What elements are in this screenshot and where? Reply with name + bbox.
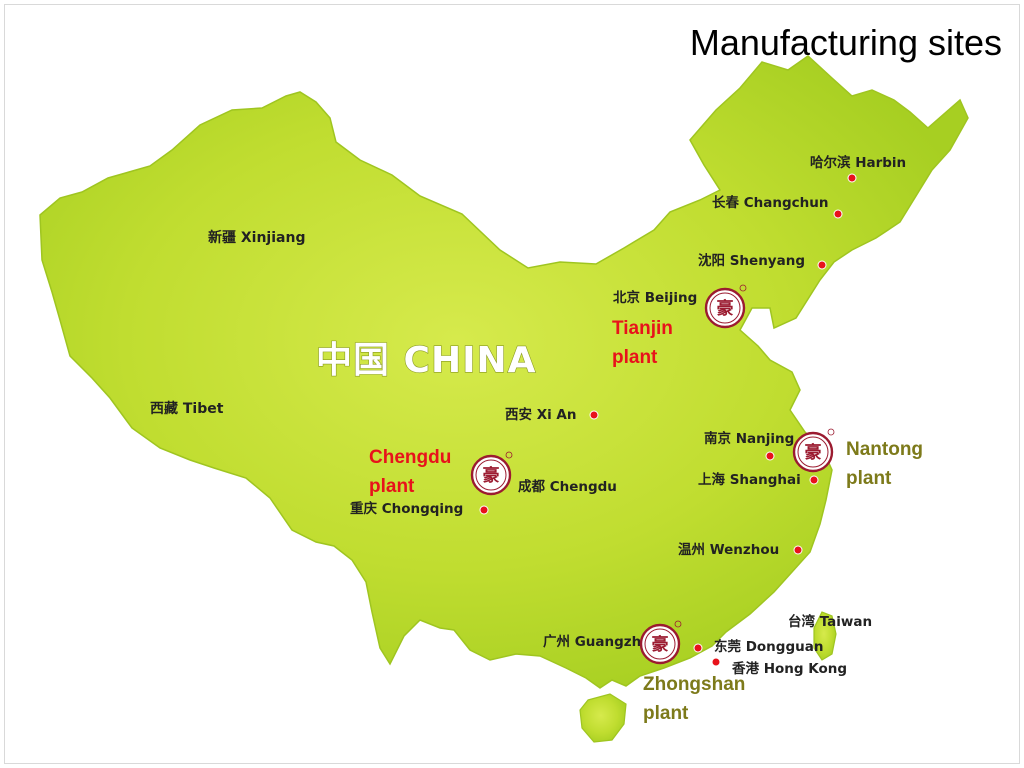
plant-label-tianjin: Tianjin plant bbox=[612, 314, 673, 372]
red-dot-icon bbox=[765, 451, 775, 461]
plant-name: Nantong bbox=[846, 439, 924, 460]
plant-suffix: plant bbox=[612, 347, 658, 368]
city-label-wenzhou: 温州 Wenzhou bbox=[678, 542, 779, 558]
plant-suffix: plant bbox=[846, 468, 892, 489]
plant-suffix: plant bbox=[369, 476, 415, 497]
city-label-chongqing: 重庆 Chongqing bbox=[350, 500, 463, 517]
red-dot-icon bbox=[793, 545, 803, 555]
slide-frame bbox=[4, 4, 1020, 764]
slide-title: Manufacturing sites bbox=[689, 22, 1002, 63]
red-dot-icon bbox=[479, 505, 489, 515]
red-dot-icon bbox=[693, 643, 703, 653]
city-label-taiwan: 台湾 Taiwan bbox=[788, 613, 872, 630]
red-dot-icon bbox=[833, 209, 843, 219]
mainland-shape bbox=[39, 55, 969, 689]
country-label: 中国 CHINA bbox=[316, 340, 536, 381]
city-label-nanjing: 南京 Nanjing bbox=[704, 430, 794, 447]
region-label-tibet: 西藏 Tibet bbox=[150, 400, 224, 417]
city-label-guangzhou: 广州 Guangzhou bbox=[543, 633, 660, 650]
plant-suffix: plant bbox=[643, 703, 689, 724]
plant-name: Chengdu bbox=[369, 447, 452, 468]
city-label-shenyang: 沈阳 Shenyang bbox=[698, 252, 805, 269]
red-dot-icon bbox=[809, 475, 819, 485]
city-label-chengdu: 成都 Chengdu bbox=[518, 478, 617, 495]
plant-label-nantong: Nantong plant bbox=[846, 435, 923, 493]
city-label-beijing: 北京 Beijing bbox=[613, 289, 697, 306]
city-label-shanghai: 上海 Shanghai bbox=[698, 471, 801, 488]
city-label-harbin: 哈尔滨 Harbin bbox=[810, 154, 906, 171]
city-label-dongguan: 东莞 Dongguan bbox=[714, 638, 823, 655]
taiwan-island bbox=[813, 611, 837, 661]
plant-name: Tianjin bbox=[612, 318, 673, 339]
red-dot-icon bbox=[711, 657, 721, 667]
red-dot-icon bbox=[847, 173, 857, 183]
city-label-changchun: 长春 Changchun bbox=[712, 194, 828, 211]
city-label-xian: 西安 Xi An bbox=[505, 406, 577, 423]
red-dot-icon bbox=[817, 260, 827, 270]
hainan-island bbox=[579, 693, 627, 743]
region-label-xinjiang: 新疆 Xinjiang bbox=[208, 229, 305, 246]
red-dot-icon bbox=[589, 410, 599, 420]
plant-label-chengdu: Chengdu plant bbox=[369, 443, 451, 501]
plant-name: Zhongshan bbox=[643, 674, 746, 695]
plant-label-zhongshan: Zhongshan plant bbox=[643, 670, 745, 728]
city-label-hongkong: 香港 Hong Kong bbox=[731, 660, 847, 677]
